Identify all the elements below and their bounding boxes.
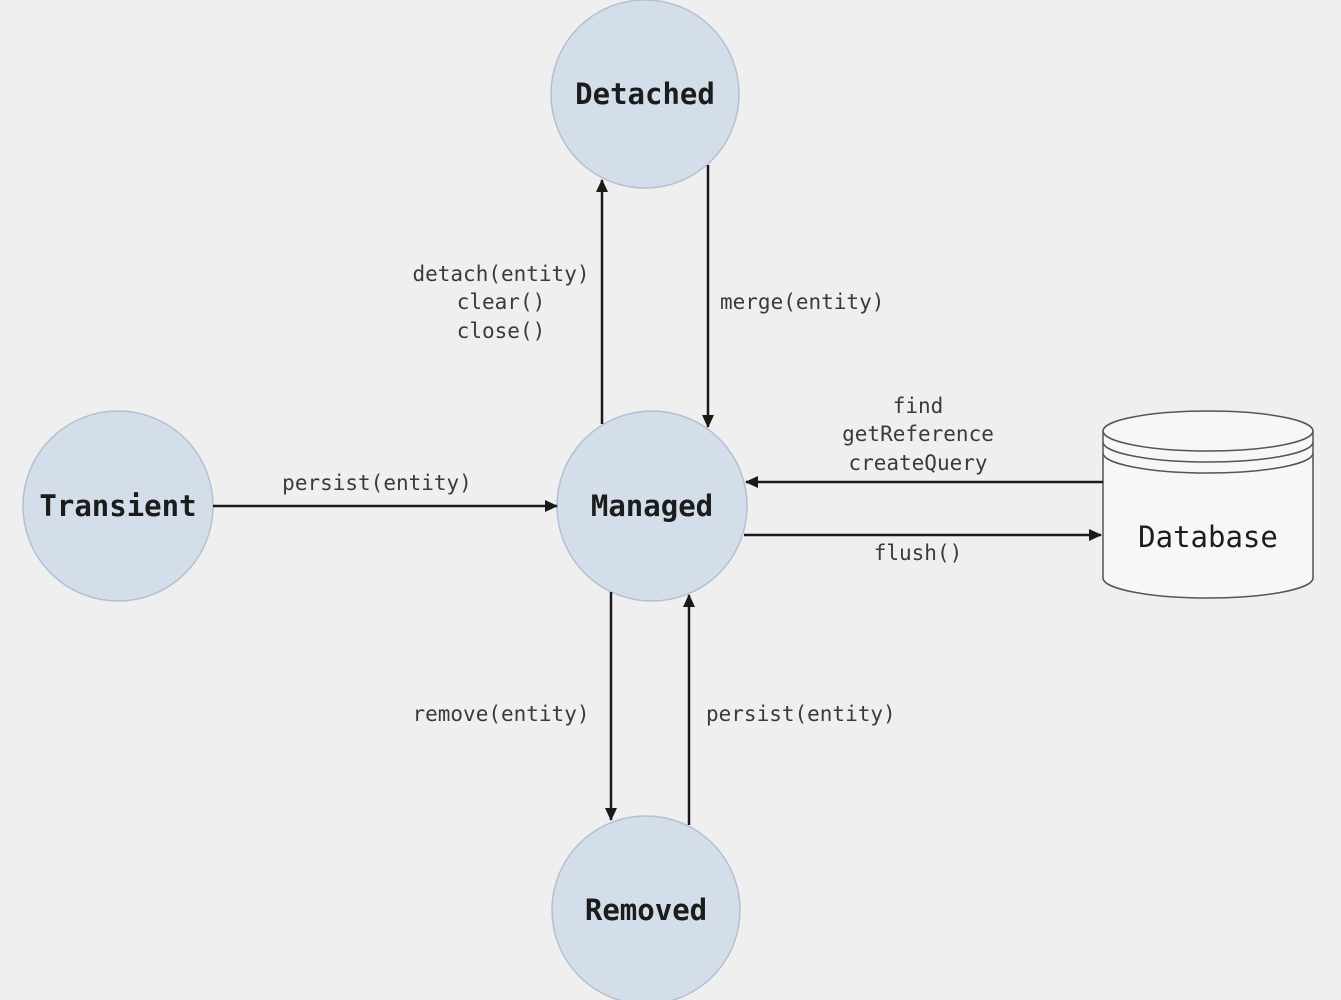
- state-removed-label: Removed: [585, 893, 707, 927]
- database-label: Database: [1138, 520, 1278, 554]
- state-detached-label: Detached: [575, 77, 715, 111]
- close-label: close(): [457, 319, 546, 343]
- label-transient-to-managed: persist(entity): [282, 471, 472, 495]
- label-database-to-managed: find getReference createQuery: [842, 394, 994, 475]
- label-managed-to-removed: remove(entity): [412, 702, 589, 726]
- state-transient-label: Transient: [39, 489, 196, 523]
- createquery-label: createQuery: [848, 451, 987, 475]
- state-transient: Transient: [22, 410, 214, 602]
- state-removed: Removed: [551, 815, 741, 1000]
- label-removed-to-managed: persist(entity): [706, 702, 896, 726]
- getreference-label: getReference: [842, 422, 994, 446]
- label-managed-to-database: flush(): [874, 541, 963, 565]
- detach-label: detach(entity): [412, 262, 589, 286]
- label-managed-to-detached: detach(entity) clear() close(): [412, 262, 589, 343]
- label-detached-to-managed: merge(entity): [720, 290, 884, 314]
- find-label: find: [893, 394, 944, 418]
- clear-label: clear(): [457, 290, 546, 314]
- state-detached: Detached: [550, 0, 740, 189]
- database-cylinder: Database: [1102, 410, 1314, 599]
- state-managed: Managed: [556, 410, 748, 602]
- state-managed-label: Managed: [591, 489, 713, 523]
